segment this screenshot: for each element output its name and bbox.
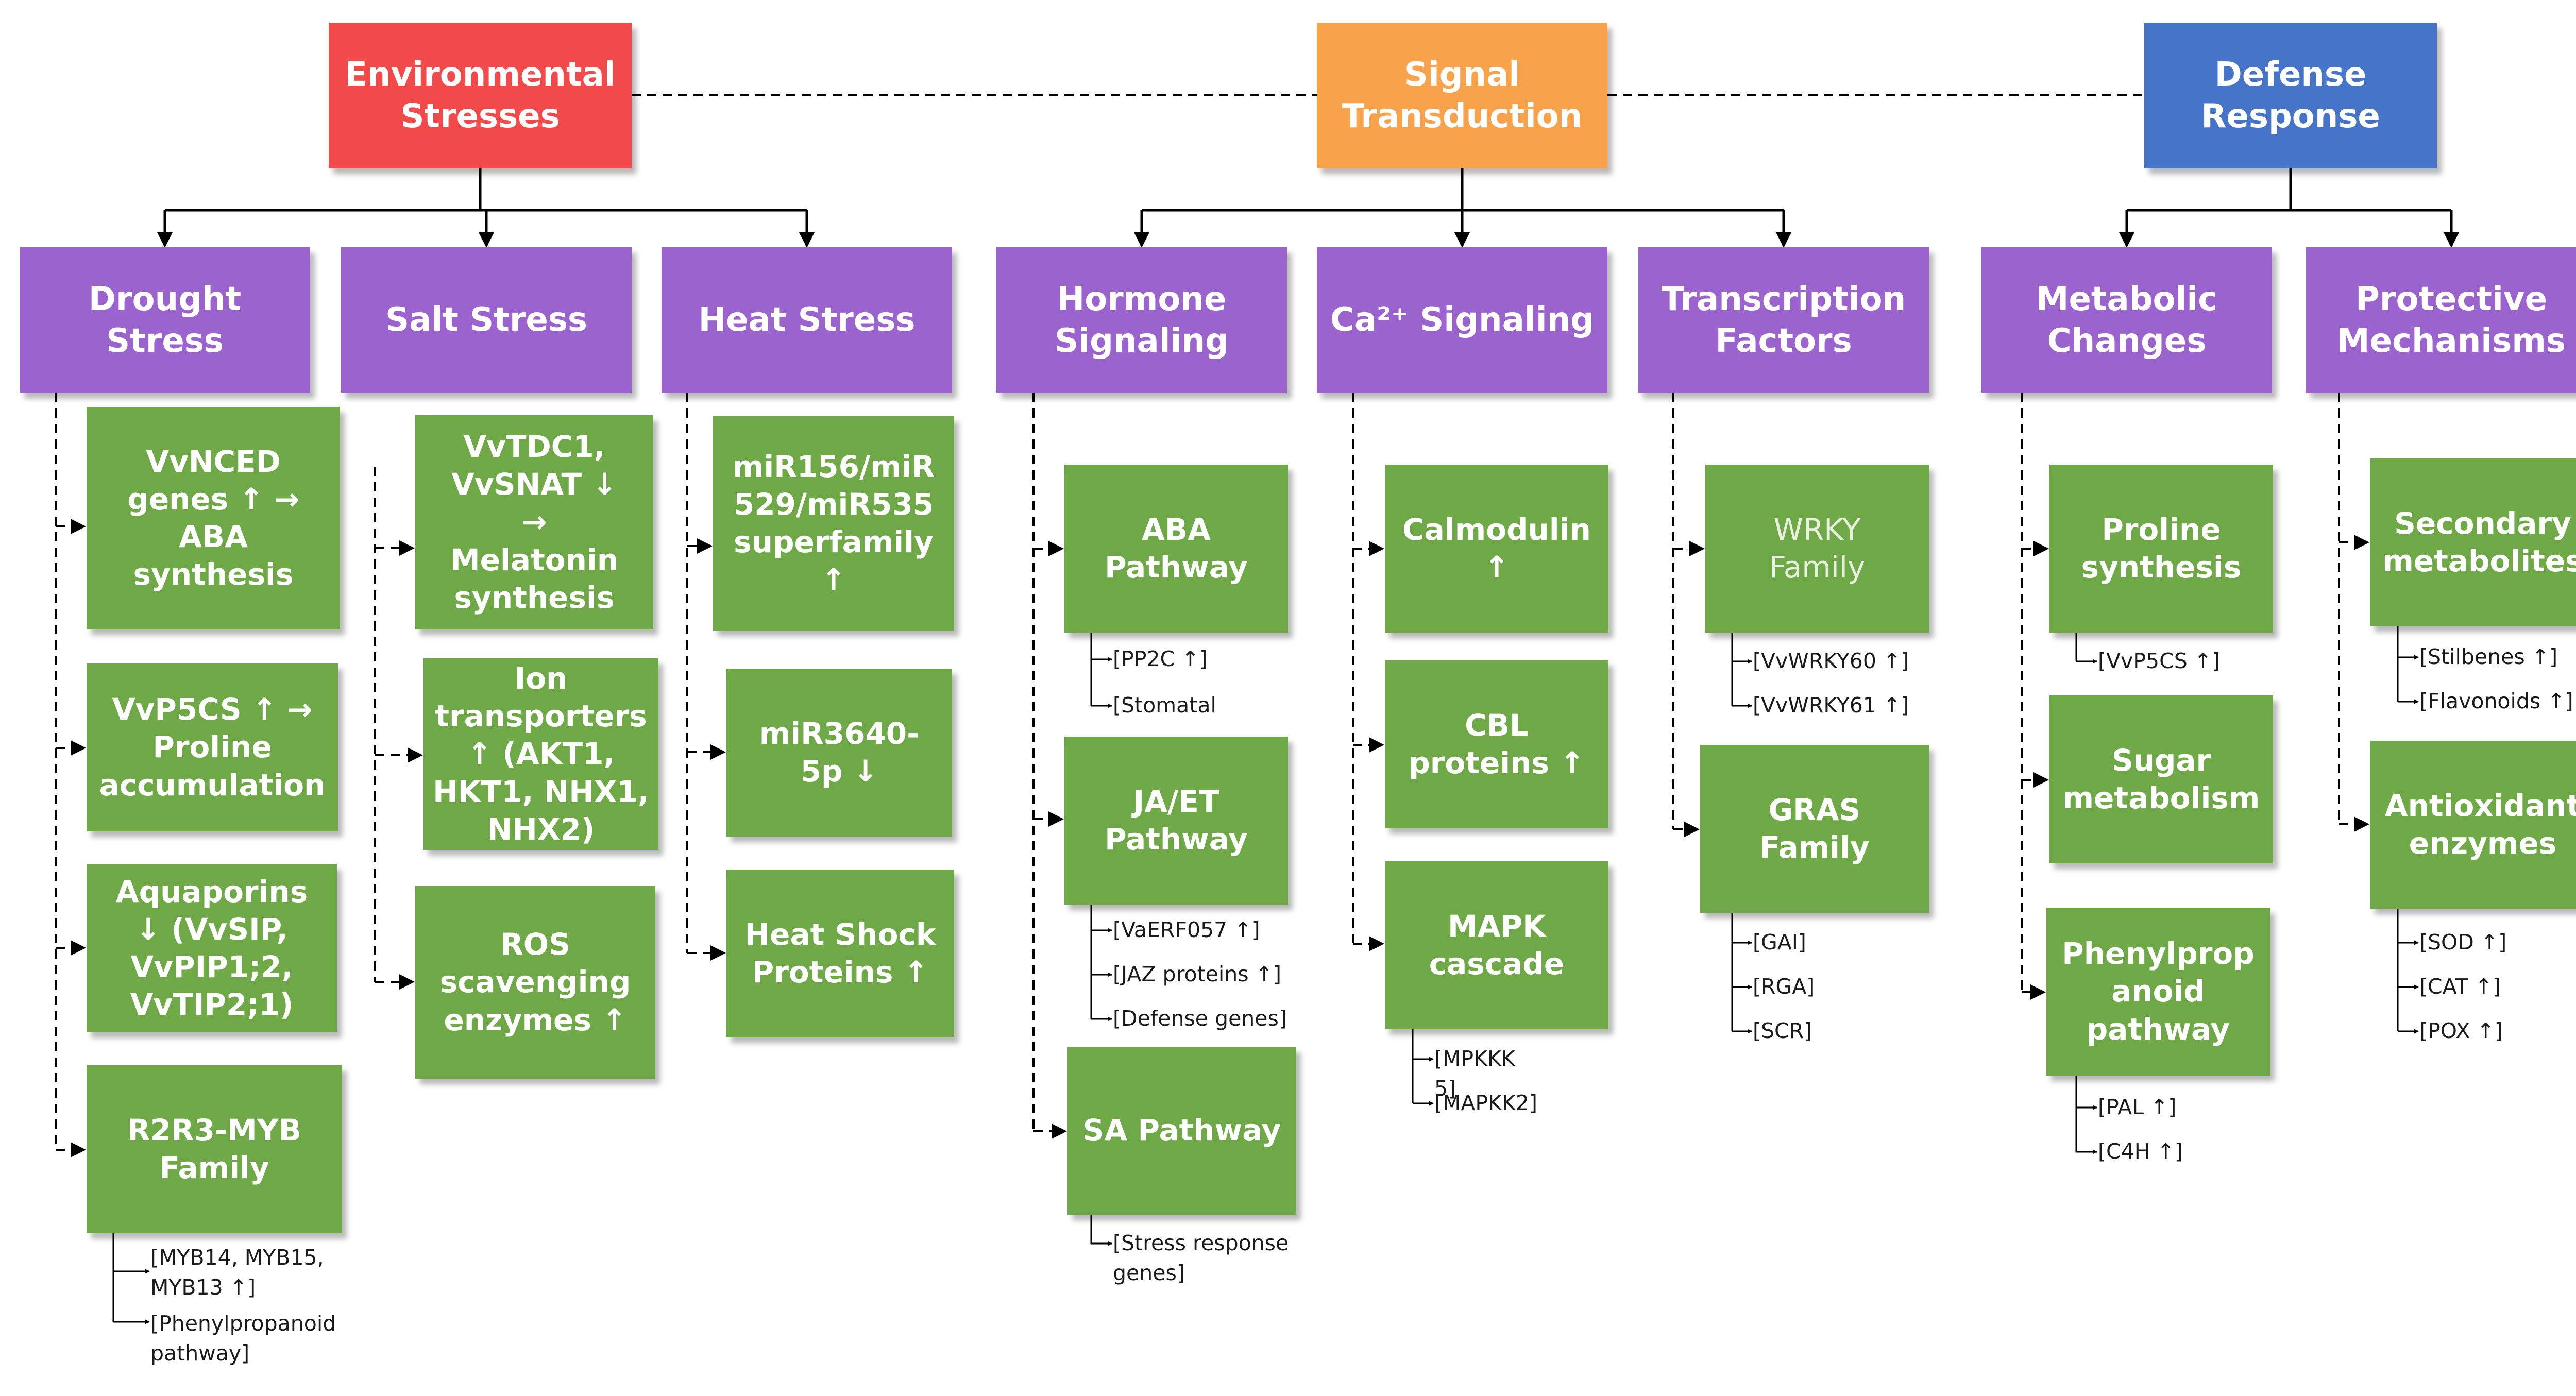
myb-phenylpropanoid-label: [Phenylpropanoid pathway] bbox=[150, 1311, 336, 1366]
vaerf057-label: [VaERF057 ↑] bbox=[1113, 917, 1260, 942]
cat-label: [CAT ↑] bbox=[2419, 974, 2501, 999]
mpkkk5-label: [MPKKK 5] bbox=[1434, 1046, 1515, 1101]
hormone-signaling-node: Hormone Signaling bbox=[996, 247, 1287, 393]
drought-stress-label: Drought Stress bbox=[88, 280, 242, 360]
aba-pathway-node: ABA Pathway bbox=[1064, 465, 1288, 633]
mir156-label: miR156/miR 529/miR535 superfamily ↑ bbox=[732, 449, 935, 598]
signal-transduction-label: Signal Transduction bbox=[1342, 55, 1583, 135]
gai-label: [GAI] bbox=[1753, 930, 1806, 955]
mapkk2-label: [MAPKK2] bbox=[1434, 1091, 1537, 1115]
defense-response-node: Defense Response bbox=[2144, 23, 2437, 168]
heat-shock-proteins-node: Heat Shock Proteins ↑ bbox=[726, 870, 954, 1037]
vvnced-node: VvNCED genes ↑ → ABA synthesis bbox=[87, 407, 340, 629]
jaz-proteins-label: [JAZ proteins ↑] bbox=[1113, 962, 1282, 986]
mir3640-label: miR3640- 5p ↓ bbox=[759, 716, 920, 789]
protective-mechanisms-label: Protective Mechanisms bbox=[2336, 280, 2566, 360]
salt-stress-node: Salt Stress bbox=[341, 247, 632, 393]
ja-et-pathway-node: JA/ET Pathway bbox=[1064, 737, 1288, 905]
ca-signaling-node: Ca²⁺ Signaling bbox=[1317, 247, 1607, 393]
ros-scavenging-node: ROS scavenging enzymes ↑ bbox=[415, 886, 655, 1079]
stilbenes-label: [Stilbenes ↑] bbox=[2419, 644, 2558, 669]
ion-transporters-node: Ion transporters ↑ (AKT1, HKT1, NHX1, NH… bbox=[423, 658, 658, 850]
aquaporins-node: Aquaporins ↓ (VvSIP, VvPIP1;2, VvTIP2;1) bbox=[87, 864, 337, 1032]
flavonoids-label: [Flavonoids ↑] bbox=[2419, 689, 2573, 713]
transcription-factors-node: Transcription Factors bbox=[1638, 247, 1929, 393]
gras-family-label: GRAS Family bbox=[1759, 792, 1870, 865]
cbl-proteins-label: CBL proteins ↑ bbox=[1409, 707, 1585, 780]
pox-label: [POX ↑] bbox=[2419, 1018, 2503, 1043]
sa-pathway-label: SA Pathway bbox=[1082, 1113, 1281, 1148]
proline-synthesis-label: Proline synthesis bbox=[2081, 512, 2242, 585]
secondary-metabolites-node: Secondary metabolites bbox=[2370, 458, 2576, 626]
vvp5cs-label: VvP5CS ↑ → Proline accumulation bbox=[99, 692, 326, 803]
r2r3-myb-node: R2R3-MYB Family bbox=[87, 1065, 342, 1233]
mapk-cascade-label: MAPK cascade bbox=[1429, 908, 1565, 981]
defense-genes-label: [Defense genes] bbox=[1113, 1006, 1287, 1031]
heat-shock-proteins-label: Heat Shock Proteins ↑ bbox=[744, 916, 936, 990]
pp2c-label: [PP2C ↑] bbox=[1113, 646, 1208, 671]
sugar-metabolism-node: Sugar metabolism bbox=[2049, 695, 2273, 863]
vvnced-label: VvNCED genes ↑ → ABA synthesis bbox=[127, 444, 299, 592]
sugar-metabolism-label: Sugar metabolism bbox=[2062, 742, 2260, 815]
environmental-stresses-label: Environmental Stresses bbox=[345, 55, 616, 135]
sa-pathway-node: SA Pathway bbox=[1067, 1047, 1296, 1215]
vvwrky61-label: [VvWRKY61 ↑] bbox=[1753, 693, 1909, 718]
calmodulin-label: Calmodulin ↑ bbox=[1402, 512, 1591, 585]
proline-synthesis-node: Proline synthesis bbox=[2049, 465, 2273, 633]
signal-transduction-node: Signal Transduction bbox=[1317, 23, 1607, 168]
mir156-node: miR156/miR 529/miR535 superfamily ↑ bbox=[713, 416, 954, 631]
heat-stress-label: Heat Stress bbox=[698, 301, 916, 339]
salt-stress-label: Salt Stress bbox=[385, 301, 587, 339]
ca-signaling-label: Ca²⁺ Signaling bbox=[1330, 301, 1595, 339]
protective-mechanisms-node: Protective Mechanisms bbox=[2306, 247, 2576, 393]
mir3640-node: miR3640- 5p ↓ bbox=[726, 669, 952, 837]
rga-label: [RGA] bbox=[1753, 974, 1815, 999]
heat-stress-node: Heat Stress bbox=[662, 247, 952, 393]
melatonin-label: VvTDC1, VvSNAT ↓ → Melatonin synthesis bbox=[450, 429, 619, 615]
aba-pathway-label: ABA Pathway bbox=[1105, 512, 1248, 585]
sod-label: [SOD ↑] bbox=[2419, 930, 2507, 955]
transcription-factors-label: Transcription Factors bbox=[1661, 280, 1906, 360]
wrky-family-node: WRKY Family bbox=[1705, 465, 1929, 633]
metabolic-changes-label: Metabolic Changes bbox=[2036, 280, 2218, 360]
hormone-signaling-label: Hormone Signaling bbox=[1055, 280, 1229, 360]
c4h-label: [C4H ↑] bbox=[2098, 1139, 2183, 1164]
drought-stress-node: Drought Stress bbox=[20, 247, 310, 393]
phenylpropanoid-pathway-node: Phenylprop anoid pathway bbox=[2046, 908, 2270, 1076]
melatonin-node: VvTDC1, VvSNAT ↓ → Melatonin synthesis bbox=[415, 415, 653, 629]
scr-label: [SCR] bbox=[1753, 1018, 1812, 1043]
defense-response-label: Defense Response bbox=[2201, 55, 2380, 135]
cbl-proteins-node: CBL proteins ↑ bbox=[1385, 660, 1608, 828]
myb-genes-label: [MYB14, MYB15, MYB13 ↑] bbox=[150, 1245, 324, 1300]
r2r3-myb-label: R2R3-MYB Family bbox=[127, 1112, 302, 1185]
pal-label: [PAL ↑] bbox=[2098, 1095, 2177, 1119]
ja-et-pathway-label: JA/ET Pathway bbox=[1105, 784, 1248, 857]
stomatal-label: [Stomatal bbox=[1113, 693, 1216, 718]
metabolic-changes-node: Metabolic Changes bbox=[1981, 247, 2272, 393]
secondary-metabolites-label: Secondary metabolites bbox=[2382, 505, 2576, 578]
phenylpropanoid-pathway-label: Phenylprop anoid pathway bbox=[2062, 936, 2255, 1047]
gras-family-node: GRAS Family bbox=[1700, 745, 1929, 913]
antioxidant-enzymes-node: Antioxidant enzymes bbox=[2370, 741, 2576, 909]
environmental-stresses-node: Environmental Stresses bbox=[329, 23, 632, 168]
vvp5cs-node: VvP5CS ↑ → Proline accumulation bbox=[87, 663, 338, 831]
stress-response-genes-label: [Stress response genes] bbox=[1113, 1231, 1289, 1286]
wrky-family-label: WRKY Family bbox=[1769, 512, 1866, 585]
calmodulin-node: Calmodulin ↑ bbox=[1385, 465, 1608, 633]
ion-transporters-label: Ion transporters ↑ (AKT1, HKT1, NHX1, NH… bbox=[433, 661, 649, 847]
mapk-cascade-node: MAPK cascade bbox=[1385, 861, 1608, 1029]
vvp5cs-gene-label: [VvP5CS ↑] bbox=[2098, 649, 2221, 673]
vvwrky60-label: [VvWRKY60 ↑] bbox=[1753, 649, 1909, 673]
aquaporins-label: Aquaporins ↓ (VvSIP, VvPIP1;2, VvTIP2;1) bbox=[115, 874, 308, 1023]
antioxidant-enzymes-label: Antioxidant enzymes bbox=[2384, 788, 2576, 861]
ros-scavenging-label: ROS scavenging enzymes ↑ bbox=[439, 927, 631, 1037]
